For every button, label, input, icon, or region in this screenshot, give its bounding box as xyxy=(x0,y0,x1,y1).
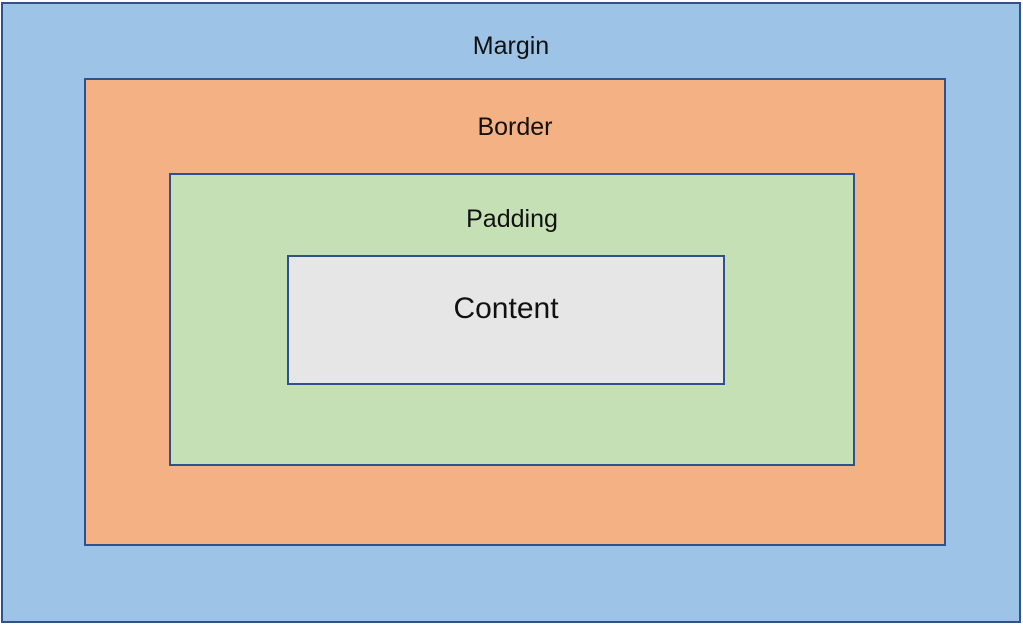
content-label: Content xyxy=(453,292,559,325)
border-label: Border xyxy=(477,113,553,141)
content-layer: Content xyxy=(287,255,725,385)
padding-label: Padding xyxy=(466,205,558,233)
margin-label: Margin xyxy=(472,32,550,60)
